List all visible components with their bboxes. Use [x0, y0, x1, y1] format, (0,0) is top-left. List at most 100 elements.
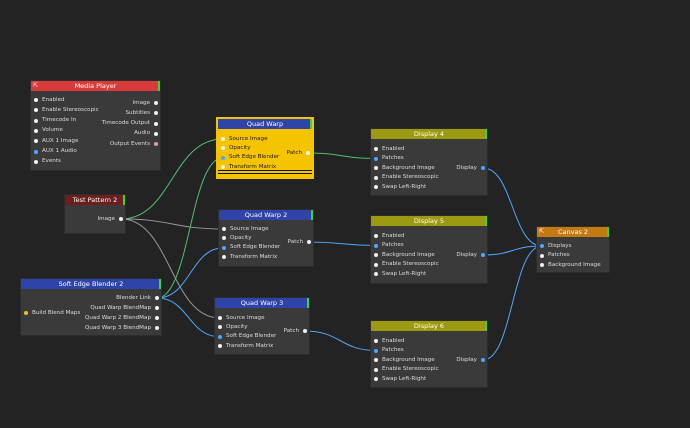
swap-left-right-input-port[interactable]	[374, 185, 378, 189]
canvas-2-header[interactable]: ⇱ Canvas 2	[537, 227, 609, 237]
active-flag-icon	[485, 129, 487, 139]
source-image-input-port[interactable]	[218, 316, 222, 320]
patches-input-port[interactable]	[374, 156, 378, 161]
display-output-port[interactable]	[481, 166, 485, 170]
active-flag-icon	[607, 227, 609, 237]
aux-1-audio-input-port[interactable]	[34, 149, 38, 154]
display-5-header[interactable]: Display 5	[371, 216, 487, 226]
transform-matrix-input-port[interactable]	[221, 165, 225, 170]
patch-output-port[interactable]	[307, 240, 311, 244]
background-image-input-port[interactable]	[374, 358, 378, 362]
soft-edge-blender-2-header[interactable]: Soft Edge Blender 2	[21, 279, 161, 289]
swap-left-right-input-port[interactable]	[374, 272, 378, 276]
soft-edge-blender-input-port[interactable]	[222, 245, 226, 250]
quad-warp-2-blendmap-output-port[interactable]	[155, 316, 159, 320]
enable-stereoscopic-input-port[interactable]	[374, 367, 378, 372]
patches-input-label: Patches	[382, 347, 404, 353]
transform-matrix-input-label: Transform Matrix	[226, 342, 274, 349]
quad-warp-2-blendmap-output-label: Quad Warp 2 BlendMap	[84, 314, 151, 321]
image-output-port[interactable]	[154, 101, 158, 105]
background-image-input-port[interactable]	[374, 166, 378, 170]
transform-matrix-input-port[interactable]	[222, 255, 226, 260]
volume-input-port[interactable]	[34, 128, 38, 133]
background-image-input-port[interactable]	[540, 263, 544, 267]
build-blend-maps-input-port[interactable]	[24, 311, 28, 315]
enable-stereoscopic-input-port[interactable]	[34, 108, 38, 113]
quad-warp-3-header[interactable]: Quad Warp 3	[215, 298, 309, 308]
opacity-input-port[interactable]	[218, 325, 222, 330]
soft-edge-blender-input-port[interactable]	[221, 155, 225, 160]
external-link-icon[interactable]: ⇱	[539, 228, 545, 235]
display-output-label: Display	[456, 356, 477, 363]
soft-edge-blender-input-label: Soft Edge Blender	[230, 244, 281, 251]
enable-stereoscopic-input-port[interactable]	[374, 175, 378, 180]
patch-output-label: Patch	[287, 238, 303, 245]
selection-stripe	[218, 173, 312, 174]
blender-link-output-port[interactable]	[155, 296, 159, 300]
audio-output-port[interactable]	[154, 131, 158, 136]
source-image-input-port[interactable]	[222, 227, 226, 231]
patches-input-port[interactable]	[374, 348, 378, 353]
enabled-input-port[interactable]	[374, 339, 378, 343]
display-output-port[interactable]	[481, 358, 485, 362]
transform-matrix-input-port[interactable]	[218, 344, 222, 349]
media-player-header[interactable]: ⇱ Media Player	[31, 81, 160, 91]
opacity-input-label: Opacity	[230, 234, 252, 241]
quad-warp-3-blendmap-output-port[interactable]	[155, 326, 159, 330]
patch-output-port[interactable]	[303, 329, 307, 333]
quad-warp-blendmap-output-port[interactable]	[155, 306, 159, 310]
timecode-output-output-port[interactable]	[154, 121, 158, 126]
quad-warp-2-header[interactable]: Quad Warp 2	[219, 210, 313, 220]
display-4-header[interactable]: Display 4	[371, 129, 487, 139]
display-output-port[interactable]	[481, 253, 485, 257]
subtitles-output-port[interactable]	[154, 111, 158, 116]
swap-left-right-input-label: Swap Left-Right	[382, 375, 427, 382]
image-output-label: Image	[132, 99, 150, 106]
test-pattern-2-node[interactable]: Test Pattern 2 Image	[65, 195, 125, 233]
enable-stereoscopic-input-port[interactable]	[374, 262, 378, 267]
output-events-output-port[interactable]	[154, 142, 158, 147]
display-output-label: Display	[456, 164, 477, 171]
timecode-in-input-port[interactable]	[34, 118, 38, 123]
soft-edge-blender-input-label: Soft Edge Blender	[229, 154, 280, 161]
timecode-in-input-label: Timecode In	[42, 117, 77, 124]
patch-output-port[interactable]	[306, 151, 310, 155]
quad-warp-header[interactable]: Quad Warp	[218, 119, 312, 129]
patch-output-label: Patch	[283, 327, 299, 334]
displays-input-port[interactable]	[540, 244, 544, 248]
background-image-input-label: Background Image	[382, 251, 435, 258]
enabled-input-port[interactable]	[34, 98, 38, 102]
image-output-port[interactable]	[119, 217, 123, 221]
media-player-title: Media Player	[74, 82, 117, 90]
source-image-input-port[interactable]	[221, 137, 225, 141]
enabled-input-port[interactable]	[374, 147, 378, 151]
opacity-input-port[interactable]	[221, 146, 225, 151]
enabled-input-label: Enabled	[382, 337, 405, 344]
external-link-icon[interactable]: ⇱	[33, 82, 39, 89]
enable-stereoscopic-input-label: Enable Stereoscopic	[382, 174, 439, 180]
wire-test-pattern-to-quad-warp-2	[120, 218, 225, 230]
swap-left-right-input-port[interactable]	[374, 377, 378, 381]
display-6-header[interactable]: Display 6	[371, 321, 487, 331]
events-input-port[interactable]	[34, 159, 38, 164]
patches-input-label: Patches	[382, 155, 404, 161]
test-pattern-2-header[interactable]: Test Pattern 2	[65, 195, 125, 205]
patches-input-port[interactable]	[540, 253, 544, 258]
background-image-input-port[interactable]	[374, 253, 378, 257]
quad-warp-blendmap-output-label: Quad Warp BlendMap	[90, 304, 151, 311]
soft-edge-blender-input-port[interactable]	[218, 334, 222, 339]
events-input-label: Events	[42, 158, 61, 165]
aux-1-image-input-port[interactable]	[34, 139, 38, 144]
enabled-input-port[interactable]	[374, 234, 378, 238]
patches-input-port[interactable]	[374, 243, 378, 248]
opacity-input-port[interactable]	[222, 236, 226, 241]
